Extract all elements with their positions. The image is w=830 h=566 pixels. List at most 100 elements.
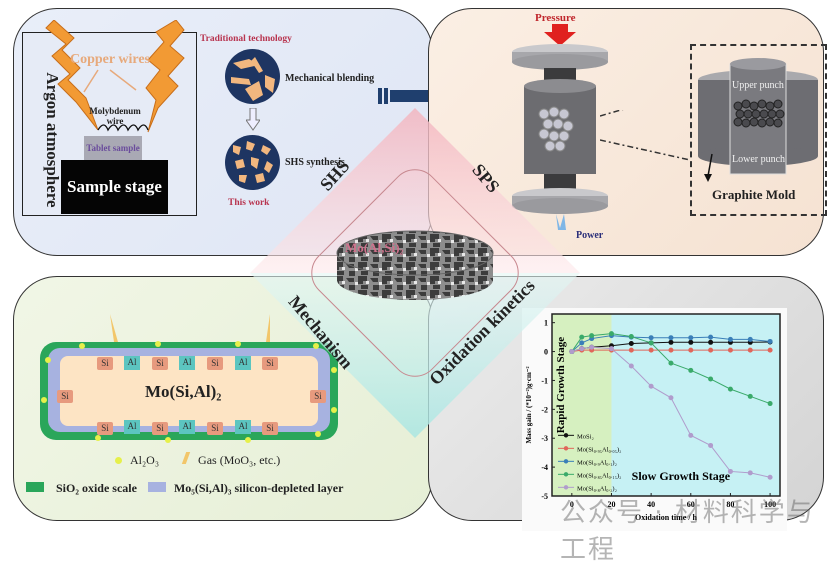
legend-marker-2 xyxy=(563,459,569,464)
data-point xyxy=(747,336,753,342)
y-tick-label: -5 xyxy=(541,492,548,501)
data-point xyxy=(648,347,654,353)
shs-synthesis-microstructure xyxy=(225,135,280,190)
data-point xyxy=(688,335,694,341)
shs-synthesis-label: SHS synthesis xyxy=(285,157,345,168)
sps-press-apparatus xyxy=(512,24,608,230)
si-diffusion-badge: Si xyxy=(207,422,223,435)
region-label-slow: Slow Growth Stage xyxy=(632,469,731,483)
data-point xyxy=(688,432,694,438)
legend-label-4: Mo(Si₀.₈Al₀.₂)₂ xyxy=(577,485,617,492)
y-tick-label: -2 xyxy=(541,405,548,414)
data-point xyxy=(767,338,773,344)
x-tick-label: 20 xyxy=(607,500,615,509)
data-point xyxy=(708,376,714,382)
copper-wires-label: Copper wires xyxy=(70,52,150,67)
data-point xyxy=(727,336,733,342)
data-point xyxy=(747,470,753,476)
y-tick-label: -1 xyxy=(541,376,548,385)
data-point xyxy=(648,383,654,389)
al-diffusion-badge: Al xyxy=(235,420,251,434)
data-point xyxy=(708,442,714,448)
tablet-sample: Tablet sample xyxy=(84,136,142,160)
zoom-guide-lines xyxy=(600,110,691,161)
al2o3-dot-icon xyxy=(115,457,122,464)
oxidation-mechanism-diagram xyxy=(40,314,338,443)
data-point xyxy=(608,346,614,352)
sample-stage: Sample stage xyxy=(61,160,168,214)
legend-label-0: MoSi₂ xyxy=(577,433,594,440)
si-diffusion-badge: Si xyxy=(262,357,278,370)
al-diffusion-badge: Al xyxy=(179,356,195,370)
legend-mo5: Mo₅(Si,Al)₃ silicon-depleted layer xyxy=(173,481,344,495)
data-point xyxy=(668,347,674,353)
data-point xyxy=(668,360,674,366)
graphite-mold-label: Graphite Mold xyxy=(712,187,796,202)
this-work-label: This work xyxy=(228,198,270,208)
power-spark-icon xyxy=(556,214,566,230)
x-tick-label: 80 xyxy=(726,500,734,509)
x-axis-label: Oxidation time / h xyxy=(635,513,698,522)
gas-icon xyxy=(181,452,191,464)
data-point xyxy=(668,339,674,345)
data-point xyxy=(668,335,674,341)
legend-row-al2o3-gas: Al₂O₃ Gas (MoO₃, etc.) xyxy=(115,452,280,468)
legend-marker-1 xyxy=(563,446,569,451)
molybdenum-coil xyxy=(97,124,149,132)
legend-gas: Gas (MoO₃, etc.) xyxy=(198,453,281,467)
molybdenum-wire-label: Molybdenum wire xyxy=(89,106,141,126)
data-point xyxy=(628,334,634,340)
x-tick-label: 100 xyxy=(764,500,776,509)
data-point xyxy=(688,367,694,373)
y-tick-label: 1 xyxy=(544,319,548,328)
copper-wire-electrodes xyxy=(45,20,185,133)
si-diffusion-badge: Si xyxy=(97,357,113,370)
y-axis-label: Mass gain / (*10⁻²)g·cm⁻² xyxy=(525,366,533,443)
mechanical-blending-label: Mechanical blending xyxy=(285,73,375,84)
watermark: 公众号 · 材料科学与工程 xyxy=(560,498,815,565)
data-point xyxy=(569,349,575,355)
legend-label-3: Mo(Si₀.₈₅Al₀.₁₅)₂ xyxy=(577,472,621,479)
gas-release-icon xyxy=(266,314,270,342)
data-point xyxy=(688,339,694,345)
y-tick-label: -4 xyxy=(541,463,548,472)
traditional-technology-label: Traditional technology xyxy=(200,34,292,44)
x-tick-label: 0 xyxy=(570,500,574,509)
sample-disk-top xyxy=(336,230,494,276)
data-point xyxy=(727,386,733,392)
down-arrow-icon xyxy=(246,108,260,131)
data-point xyxy=(648,340,654,346)
upper-punch-label: Upper punch xyxy=(732,80,784,91)
data-point xyxy=(708,334,714,340)
data-point xyxy=(579,340,585,346)
si-diffusion-badge: Si xyxy=(207,357,223,370)
data-point xyxy=(589,344,595,350)
data-point xyxy=(648,335,654,341)
data-point xyxy=(747,393,753,399)
data-point xyxy=(688,347,694,353)
sio2-swatch xyxy=(26,482,44,492)
data-point xyxy=(628,363,634,369)
data-point xyxy=(608,331,614,337)
y-tick-label: 0 xyxy=(544,348,548,357)
mo-si-al-core-label: Mo(Si,Al)₂ xyxy=(145,382,222,401)
mo5-swatch xyxy=(147,482,166,492)
graphite-mold-detail: Upper punch Lower punch xyxy=(690,44,827,216)
data-point xyxy=(747,347,753,353)
data-point xyxy=(727,347,733,353)
region-label-rapid: Rapid Growth Stage xyxy=(555,337,567,433)
legend-label-2: Mo(Si₀.₉Al₀.₁)₂ xyxy=(577,459,617,466)
data-point xyxy=(628,340,634,346)
plot-frame xyxy=(551,313,781,497)
legend-row-layers: SiO₂ oxide scale Mo₅(Si,Al)₃ silicon-dep… xyxy=(26,481,343,496)
legend-al2o3: Al₂O₃ xyxy=(130,453,160,467)
data-point xyxy=(579,334,585,340)
x-tick-label: 60 xyxy=(687,500,695,509)
al-diffusion-badge: Al xyxy=(124,420,140,434)
lower-punch-label: Lower punch xyxy=(732,154,786,165)
data-point xyxy=(628,347,634,353)
gas-release-icon xyxy=(110,314,118,342)
data-point xyxy=(579,346,585,352)
